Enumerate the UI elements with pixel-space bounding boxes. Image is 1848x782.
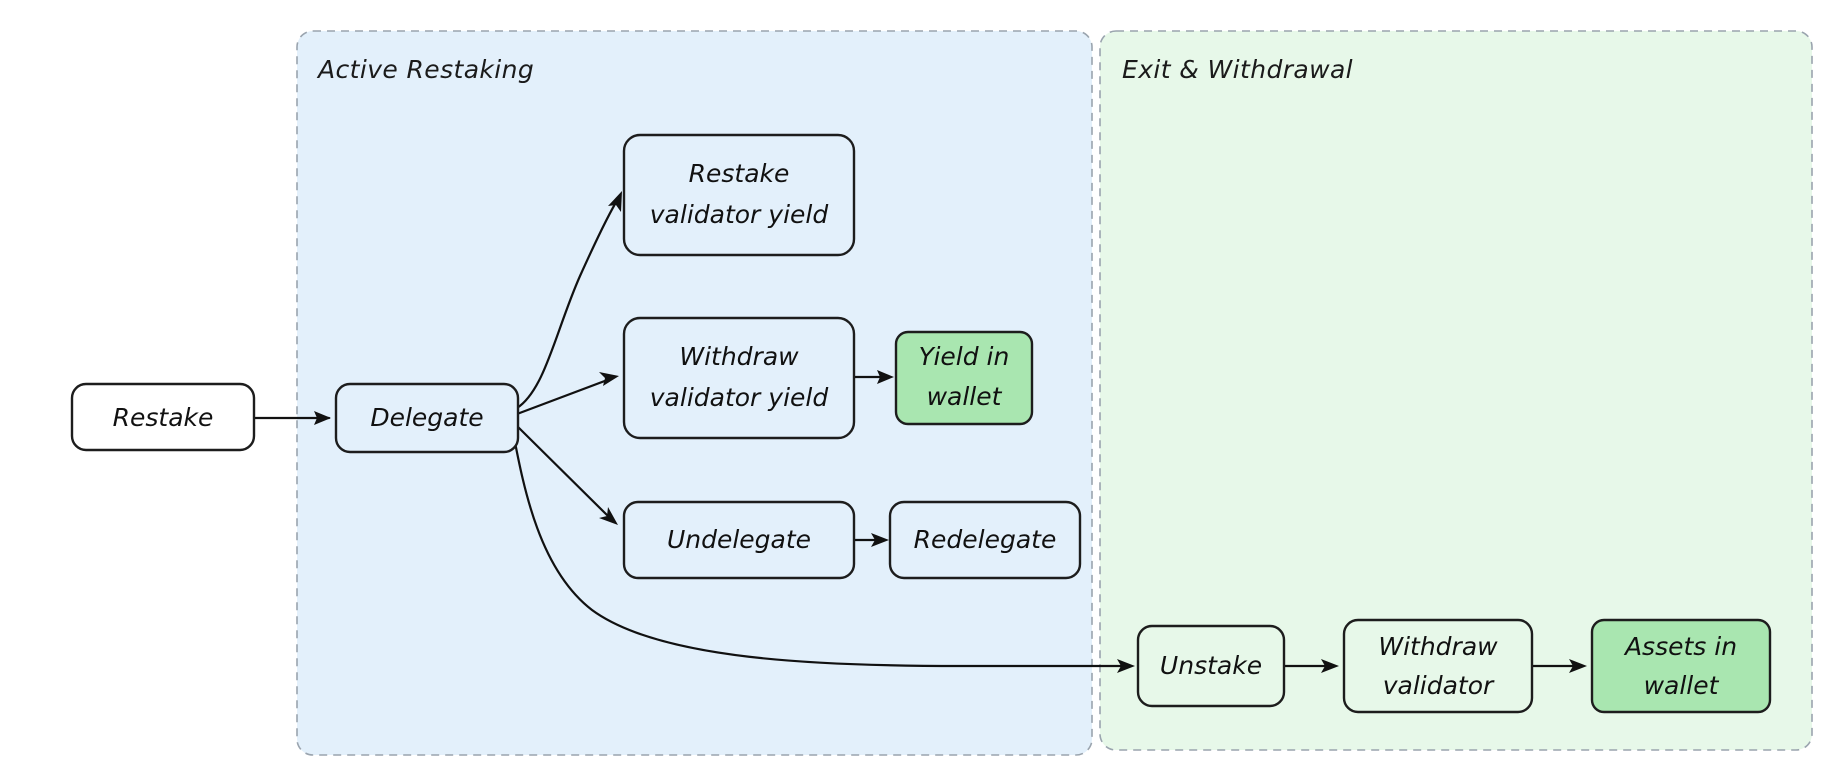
cluster-exit-withdrawal-rect <box>1099 30 1813 751</box>
cluster-active-restaking-label: Active Restaking <box>316 55 534 84</box>
node-withdraw-validator-yield[interactable]: Withdraw validator yield <box>622 316 856 440</box>
edge-withdraw-validator-to-assets-in-wallet <box>1526 659 1587 673</box>
node-withdraw-validator-yield-label-line2: validator yield <box>650 383 829 412</box>
node-yield-in-wallet-label-line1: Yield in <box>919 342 1010 371</box>
edge-delegate-to-unstake <box>511 430 1135 673</box>
node-withdraw-validator-yield-rect[interactable] <box>622 316 856 440</box>
edge-delegate-to-withdraw-yield <box>515 372 619 416</box>
cluster-exit-withdrawal-label: Exit & Withdrawal <box>1122 55 1353 84</box>
edges-layer <box>253 191 1587 673</box>
node-assets-in-wallet[interactable]: Assets in wallet <box>1590 618 1772 714</box>
node-delegate[interactable]: Delegate <box>334 382 520 454</box>
node-restake-validator-yield-rect[interactable] <box>622 133 856 257</box>
node-withdraw-validator-label-line1: Withdraw <box>1378 632 1498 661</box>
node-restake-validator-yield-label-line1: Restake <box>689 159 790 188</box>
edge-undelegate-to-redelegate <box>853 533 889 547</box>
node-restake-validator-yield[interactable]: Restake validator yield <box>622 133 856 257</box>
edge-unstake-to-withdraw-validator <box>1281 659 1339 673</box>
node-unstake-rect[interactable] <box>1136 624 1286 708</box>
node-assets-in-wallet-label-line1: Assets in <box>1623 632 1737 661</box>
node-withdraw-validator[interactable]: Withdraw validator <box>1342 618 1534 714</box>
node-delegate-rect[interactable] <box>334 382 520 454</box>
node-restake-label: Restake <box>113 403 214 432</box>
node-undelegate[interactable]: Undelegate <box>622 500 856 580</box>
edge-delegate-to-restake-yield <box>515 191 622 410</box>
node-assets-in-wallet-rect[interactable] <box>1590 618 1772 714</box>
node-restake-rect[interactable] <box>70 382 256 452</box>
node-withdraw-validator-yield-label-line1: Withdraw <box>679 342 799 371</box>
node-undelegate-rect[interactable] <box>622 500 856 580</box>
node-restake[interactable]: Restake <box>70 382 256 452</box>
edge-withdraw-yield-to-yield-in-wallet <box>853 370 894 384</box>
node-undelegate-label: Undelegate <box>667 525 811 554</box>
edge-delegate-to-undelegate <box>515 424 618 525</box>
node-yield-in-wallet[interactable]: Yield in wallet <box>894 330 1034 426</box>
node-assets-in-wallet-label-line2: wallet <box>1644 671 1720 700</box>
node-unstake[interactable]: Unstake <box>1136 624 1286 708</box>
node-withdraw-validator-rect[interactable] <box>1342 618 1534 714</box>
node-withdraw-validator-label-line2: validator <box>1383 671 1495 700</box>
node-restake-validator-yield-label-line2: validator yield <box>650 200 829 229</box>
node-yield-in-wallet-label-line2: wallet <box>927 382 1003 411</box>
cluster-exit-withdrawal: Exit & Withdrawal <box>1099 30 1813 751</box>
node-unstake-label: Unstake <box>1160 651 1262 680</box>
node-redelegate-rect[interactable] <box>888 500 1082 580</box>
node-redelegate-label: Redelegate <box>914 525 1057 554</box>
node-redelegate[interactable]: Redelegate <box>888 500 1082 580</box>
node-yield-in-wallet-rect[interactable] <box>894 330 1034 426</box>
edge-restake-to-delegate <box>253 411 331 425</box>
node-delegate-label: Delegate <box>370 403 483 432</box>
